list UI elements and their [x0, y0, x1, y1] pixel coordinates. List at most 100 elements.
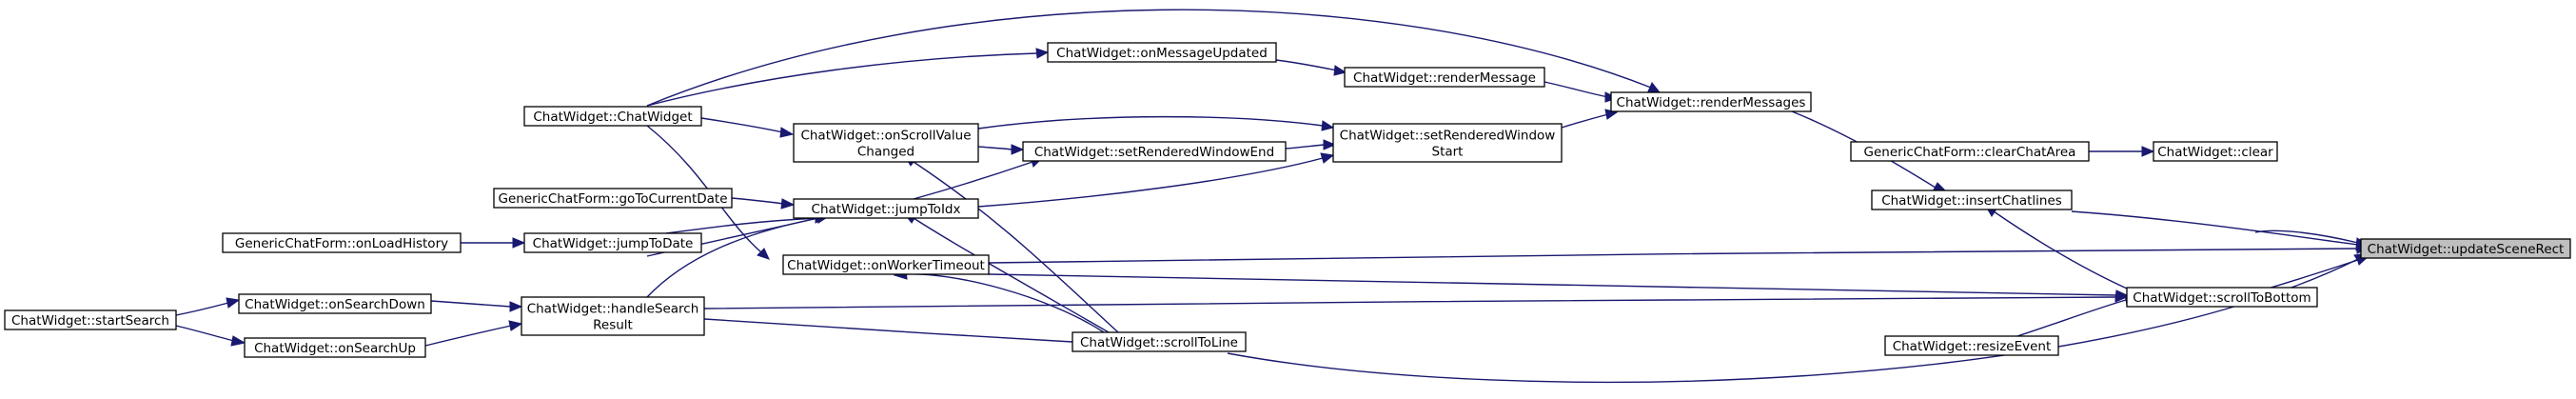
edge-line: [977, 115, 1324, 130]
node-box: [1871, 190, 2073, 210]
edge-line: [2071, 210, 2359, 246]
edge-onMessageUpdated-renderMessage: [1275, 59, 1347, 76]
node-box: [493, 188, 733, 209]
node-label: ChatWidget::ChatWidget: [533, 110, 692, 125]
edge-onSearchUp-handleSearchResult: [424, 320, 523, 347]
edge-jumpToIdx-setRenderedWindowEnd: [913, 156, 1044, 200]
edge-handleSearchResult-scrollToBottom: [703, 291, 2129, 309]
edge-line: [430, 300, 512, 308]
edge-chatWidgetCtor-onScrollValueChanged: [700, 117, 795, 138]
node-chatWidgetCtor[interactable]: ChatWidget::ChatWidget: [523, 106, 702, 127]
node-label: ChatWidget::jumpToIdx: [812, 202, 961, 217]
edge-onWorkerTimeout-scrollToBottom: [988, 273, 2129, 301]
node-clear[interactable]: ChatWidget::clear: [2153, 141, 2278, 162]
edge-chatWidgetCtor-renderMessages: [646, 9, 1662, 107]
edge-arrowhead: [512, 237, 526, 249]
edge-arrowhead: [509, 301, 523, 312]
edge-arrowhead: [1647, 82, 1662, 93]
edge-line: [175, 325, 235, 342]
edge-line: [1993, 210, 2128, 289]
edge-scrollToBottom-insertChatlines: [1983, 204, 2128, 289]
node-box: [1022, 141, 1287, 162]
edge-goToCurrentDate-jumpToIdx: [731, 197, 796, 209]
node-box: [523, 232, 702, 253]
edge-line: [703, 296, 2117, 309]
edge-arrowhead: [780, 198, 796, 209]
edge-line: [903, 273, 1105, 333]
edge-chatWidgetCtor-onMessageUpdated: [646, 48, 1050, 107]
node-label: GenericChatForm::onLoadHistory: [235, 236, 448, 251]
node-setRenderedWindowEnd[interactable]: ChatWidget::setRenderedWindowEnd: [1022, 141, 1287, 162]
edge-line: [913, 161, 1033, 200]
node-insertChatlines[interactable]: ChatWidget::insertChatlines: [1871, 190, 2073, 210]
node-box: [2360, 238, 2571, 259]
node-resizeEvent[interactable]: ChatWidget::resizeEvent: [1884, 335, 2059, 356]
edge-line: [2264, 259, 2359, 290]
edge-line: [2254, 229, 2359, 244]
node-label: ChatWidget::renderMessage: [1353, 70, 1536, 86]
node-box: [2126, 287, 2318, 308]
node-box: [1610, 91, 1812, 112]
edge-line: [1544, 81, 1609, 98]
node-jumpToIdx[interactable]: ChatWidget::jumpToIdx: [793, 198, 979, 219]
edge-line: [646, 9, 1652, 107]
edge-insertChatlines-updateSceneRect: [2071, 210, 2370, 251]
node-label: ChatWidget::insertChatlines: [1881, 193, 2062, 209]
edge-line: [703, 318, 1073, 343]
node-label: GenericChatForm::clearChatArea: [1864, 145, 2076, 160]
node-label: Start: [1432, 145, 1464, 160]
edge-arrowhead: [1011, 144, 1025, 155]
edge-onWorkerTimeout-updateSceneRect: [988, 243, 2370, 264]
edge-startSearch-onSearchDown: [175, 297, 241, 316]
node-onSearchDown[interactable]: ChatWidget::onSearchDown: [238, 293, 432, 314]
node-onSearchUp[interactable]: ChatWidget::onSearchUp: [244, 337, 426, 358]
node-onLoadHistory[interactable]: GenericChatForm::onLoadHistory: [222, 232, 462, 253]
node-updateSceneRect[interactable]: ChatWidget::updateSceneRect: [2360, 238, 2571, 259]
node-label: ChatWidget::setRenderedWindowEnd: [1034, 145, 1274, 160]
edge-onLoadHistory-jumpToDate: [461, 237, 526, 249]
edge-line: [1285, 144, 1326, 150]
edge-onScrollValueChanged-setRenderedWindowStart: [977, 115, 1335, 131]
edge-arrowhead: [2141, 146, 2155, 157]
edge-arrowhead: [1323, 139, 1337, 150]
node-renderMessages[interactable]: ChatWidget::renderMessages: [1610, 91, 1812, 112]
edge-line: [988, 273, 2117, 296]
node-jumpToDate[interactable]: ChatWidget::jumpToDate: [523, 232, 702, 253]
edge-setRenderedWindowEnd-setRenderedWindowStart: [1285, 139, 1337, 150]
node-box: [1850, 141, 2090, 162]
node-renderMessage[interactable]: ChatWidget::renderMessage: [1344, 67, 1545, 88]
node-box: [1884, 335, 2059, 356]
edge-arrowhead: [1321, 120, 1335, 131]
edge-line: [2016, 299, 2127, 337]
edge-scrollToLine-updateSceneRect: [1227, 252, 2369, 384]
edge-line: [665, 217, 819, 234]
node-box: [523, 106, 702, 127]
edge-startSearch-onSearchUp: [175, 325, 246, 347]
node-box: [238, 293, 432, 314]
node-goToCurrentDate[interactable]: GenericChatForm::goToCurrentDate: [493, 188, 733, 209]
node-label: ChatWidget::setRenderedWindow: [1340, 129, 1556, 144]
edge-line: [424, 325, 512, 347]
node-label: ChatWidget::onMessageUpdated: [1056, 46, 1268, 61]
node-startSearch[interactable]: ChatWidget::startSearch: [4, 309, 177, 330]
edge-scrollToLine-handleSearchResult: [692, 313, 1073, 343]
node-label: ChatWidget::clear: [2157, 145, 2273, 160]
edge-line: [913, 217, 1110, 333]
node-clearChatArea[interactable]: GenericChatForm::clearChatArea: [1850, 141, 2090, 162]
edge-line: [175, 302, 229, 316]
node-scrollToLine[interactable]: ChatWidget::scrollToLine: [1072, 331, 1247, 352]
node-onMessageUpdated[interactable]: ChatWidget::onMessageUpdated: [1047, 42, 1277, 63]
edge-line: [1275, 59, 1338, 71]
node-scrollToBottom[interactable]: ChatWidget::scrollToBottom: [2126, 287, 2318, 308]
node-onWorkerTimeout[interactable]: ChatWidget::onWorkerTimeout: [782, 254, 990, 275]
node-label: ChatWidget::onWorkerTimeout: [787, 258, 985, 273]
edge-setRenderedWindowStart-renderMessages: [1561, 109, 1619, 129]
node-label: ChatWidget::onSearchUp: [254, 341, 416, 356]
edge-line: [913, 161, 1119, 333]
node-box: [2153, 141, 2278, 162]
node-box: [521, 296, 705, 336]
edge-jumpToIdx-setRenderedWindowStart: [977, 152, 1335, 208]
